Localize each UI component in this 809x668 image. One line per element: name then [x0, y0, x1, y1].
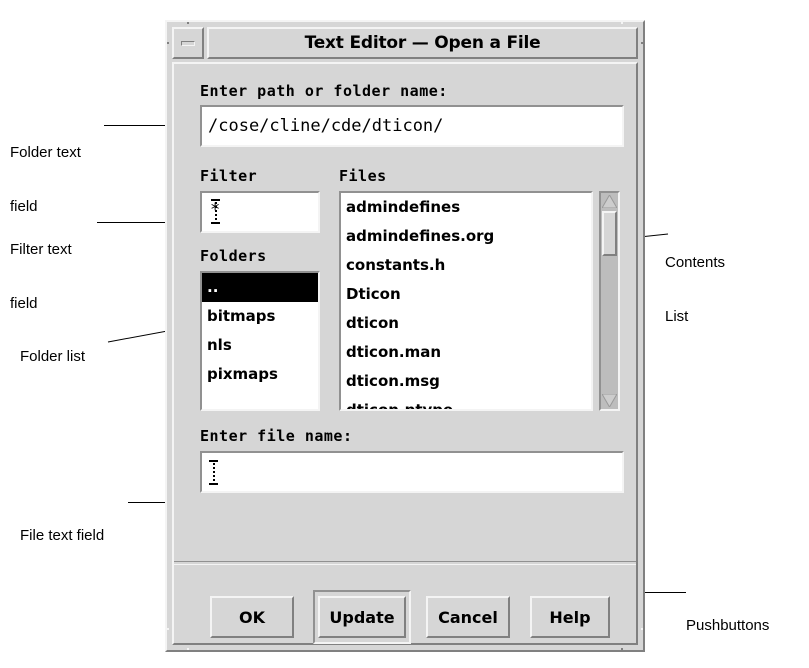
annotation-filter-text-field: Filter text field: [10, 205, 72, 331]
scroll-up-arrow-icon[interactable]: [602, 194, 617, 209]
scrollbar-thumb[interactable]: [602, 211, 617, 256]
annotation-file-text-field: File text field: [20, 491, 104, 563]
files-list-item[interactable]: Dticon: [346, 285, 401, 303]
leader-line-folder-text-field: [104, 125, 216, 126]
resize-handle-left-top[interactable]: [167, 22, 169, 44]
update-button[interactable]: Update: [318, 596, 406, 638]
resize-handle-right-bottom[interactable]: [641, 628, 643, 650]
dialog-body: Enter path or folder name: /cose/cline/c…: [172, 62, 638, 645]
window-inner: Text Editor — Open a File Enter path or …: [169, 24, 641, 648]
resize-handle-top-right[interactable]: [621, 22, 643, 24]
annotation-folder-list: Folder list: [20, 312, 85, 384]
path-field-label: Enter path or folder name:: [200, 82, 448, 100]
resize-handle-right-top[interactable]: [641, 22, 643, 44]
title-area[interactable]: Text Editor — Open a File: [207, 27, 638, 59]
text-caret-icon: [209, 460, 218, 485]
leader-line-pushbuttons: [612, 592, 686, 593]
annotation-folder-text-field-line1: Folder text: [10, 144, 81, 161]
files-scrollbar[interactable]: [599, 191, 620, 411]
annotation-pushbuttons-line1: Pushbuttons: [686, 617, 770, 634]
annotation-folder-text-field: Folder text field: [10, 108, 81, 234]
folders-list-item[interactable]: pixmaps: [207, 365, 278, 383]
text-caret-icon: [211, 199, 220, 224]
window-title: Text Editor — Open a File: [304, 33, 541, 53]
scroll-down-arrow-glyph: [602, 394, 617, 407]
annotation-filter-text-field-line1: Filter text: [10, 241, 72, 258]
dialog-window: Text Editor — Open a File Enter path or …: [165, 20, 645, 652]
button-separator: [174, 561, 636, 565]
folders-list[interactable]: .. bitmaps nls pixmaps: [200, 271, 320, 411]
scroll-down-arrow-icon[interactable]: [602, 393, 617, 408]
annotation-contents-list-line2: List: [665, 308, 689, 325]
resize-handle-left-bottom[interactable]: [167, 628, 169, 650]
file-name-label: Enter file name:: [200, 427, 353, 445]
folders-label: Folders: [200, 247, 267, 265]
folders-list-item[interactable]: bitmaps: [207, 307, 276, 325]
update-button-default-ring: [313, 590, 411, 644]
resize-handle-bottom-right[interactable]: [621, 648, 643, 650]
files-label: Files: [339, 167, 387, 185]
ok-button[interactable]: OK: [210, 596, 294, 638]
annotation-filter-text-field-line2: field: [10, 295, 38, 312]
title-bar: Text Editor — Open a File: [172, 27, 638, 59]
annotation-folder-text-field-line2: field: [10, 198, 38, 215]
files-list-item[interactable]: dticon: [346, 314, 399, 332]
annotation-folder-list-line1: Folder list: [20, 348, 86, 365]
files-list-item[interactable]: admindefines.org: [346, 227, 495, 245]
files-list-item[interactable]: admindefines: [346, 198, 461, 216]
file-name-text-field[interactable]: [200, 451, 624, 493]
minimize-glyph-icon: [181, 40, 195, 46]
annotation-pushbuttons: Pushbuttons: [686, 581, 769, 653]
annotation-contents-list-line1: Contents: [665, 254, 726, 271]
annotation-contents-list: Contents List: [665, 218, 725, 344]
filter-text-field[interactable]: *: [200, 191, 320, 233]
scroll-up-arrow-glyph: [602, 195, 617, 208]
help-button[interactable]: Help: [530, 596, 610, 638]
files-list-item[interactable]: dticon.ptype: [346, 401, 454, 411]
annotation-file-text-field-line1: File text field: [20, 527, 105, 544]
filter-label: Filter: [200, 167, 258, 185]
minimize-icon[interactable]: [172, 27, 204, 59]
files-list[interactable]: admindefines admindefines.org constants.…: [339, 191, 593, 411]
folders-list-item[interactable]: ..: [202, 273, 318, 302]
files-list-item[interactable]: constants.h: [346, 256, 446, 274]
cancel-button[interactable]: Cancel: [426, 596, 510, 638]
resize-handle-bottom-left[interactable]: [167, 648, 189, 650]
resize-handle-top-left[interactable]: [167, 22, 189, 24]
path-text-field-value: /cose/cline/cde/dticon/: [208, 116, 444, 136]
files-list-item[interactable]: dticon.msg: [346, 372, 440, 390]
folders-list-item[interactable]: nls: [207, 336, 232, 354]
path-text-field[interactable]: /cose/cline/cde/dticon/: [200, 105, 624, 147]
leader-line-filter-text-field: [97, 222, 207, 223]
files-list-item[interactable]: dticon.man: [346, 343, 442, 361]
